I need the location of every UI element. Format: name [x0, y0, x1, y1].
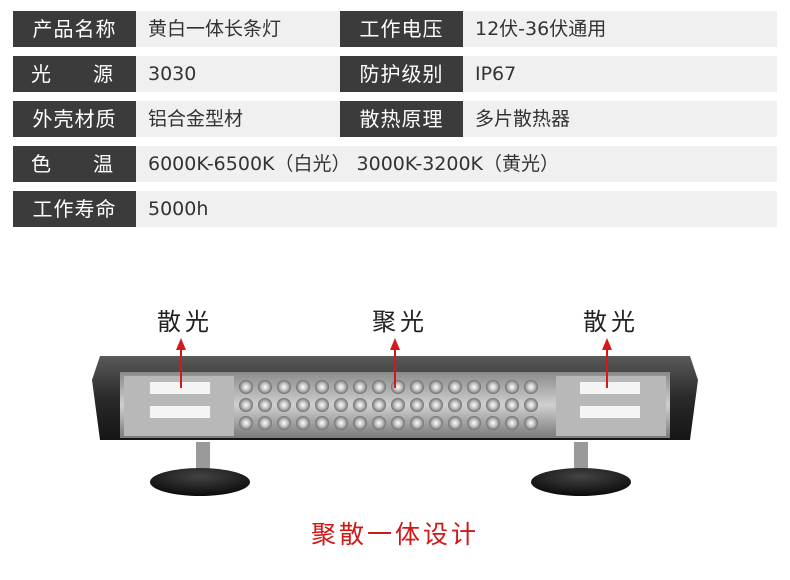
- spec-row: 产品名称 黄白一体长条灯 工作电压 12伏-36伏通用: [13, 11, 777, 47]
- right-bolt: [574, 442, 588, 472]
- led-strip: [150, 406, 210, 418]
- spot-led-grid: [239, 380, 538, 430]
- spec-label-char: 温: [93, 152, 114, 176]
- led-strip: [580, 382, 640, 394]
- spec-value: 多片散热器: [475, 108, 571, 130]
- spec-value: 黄白一体长条灯: [148, 18, 282, 40]
- spec-label: 防护级别: [340, 56, 463, 92]
- design-caption: 聚散一体设计: [310, 520, 479, 549]
- spec-row: 光 源 3030 防护级别 IP67: [13, 56, 777, 92]
- spec-label: 色 温: [13, 146, 136, 182]
- spec-row: 外壳材质 铝合金型材 散热原理 多片散热器: [13, 101, 777, 137]
- led-strip: [580, 406, 640, 418]
- spec-value: 12伏-36伏通用: [475, 18, 607, 40]
- spec-label: 工作电压: [340, 11, 463, 47]
- spec-table: 产品名称 黄白一体长条灯 工作电压 12伏-36伏通用 光 源 3030 防护级…: [13, 11, 777, 236]
- callout-right: 散光: [583, 308, 639, 336]
- spec-label: 外壳材质: [13, 101, 136, 137]
- left-magnetic-base: [150, 468, 250, 496]
- spec-label: 光 源: [13, 56, 136, 92]
- right-magnetic-base: [531, 468, 631, 496]
- spec-value: 3030: [148, 63, 197, 85]
- spec-label: 散热原理: [340, 101, 463, 137]
- spec-row: 色 温 6000K-6500K（白光） 3000K-3200K（黄光）: [13, 146, 777, 182]
- left-bolt: [196, 442, 210, 472]
- spec-label: 产品名称: [13, 11, 136, 47]
- spec-value: 铝合金型材: [148, 108, 244, 130]
- spec-label: 工作寿命: [13, 191, 136, 227]
- spec-label-char: 色: [31, 152, 52, 176]
- callout-center: 聚光: [372, 308, 428, 336]
- spec-label-char: 源: [93, 62, 114, 86]
- spec-value: 6000K-6500K（白光） 3000K-3200K（黄光）: [148, 153, 560, 175]
- light-bar-image: [92, 338, 698, 496]
- spec-value: IP67: [475, 63, 517, 85]
- callout-left: 散光: [157, 308, 213, 336]
- spec-value: 5000h: [148, 198, 209, 220]
- product-illustration: 散光 聚光 散光: [0, 290, 790, 510]
- spec-row: 工作寿命 5000h: [13, 191, 777, 227]
- spec-label-char: 光: [31, 62, 52, 86]
